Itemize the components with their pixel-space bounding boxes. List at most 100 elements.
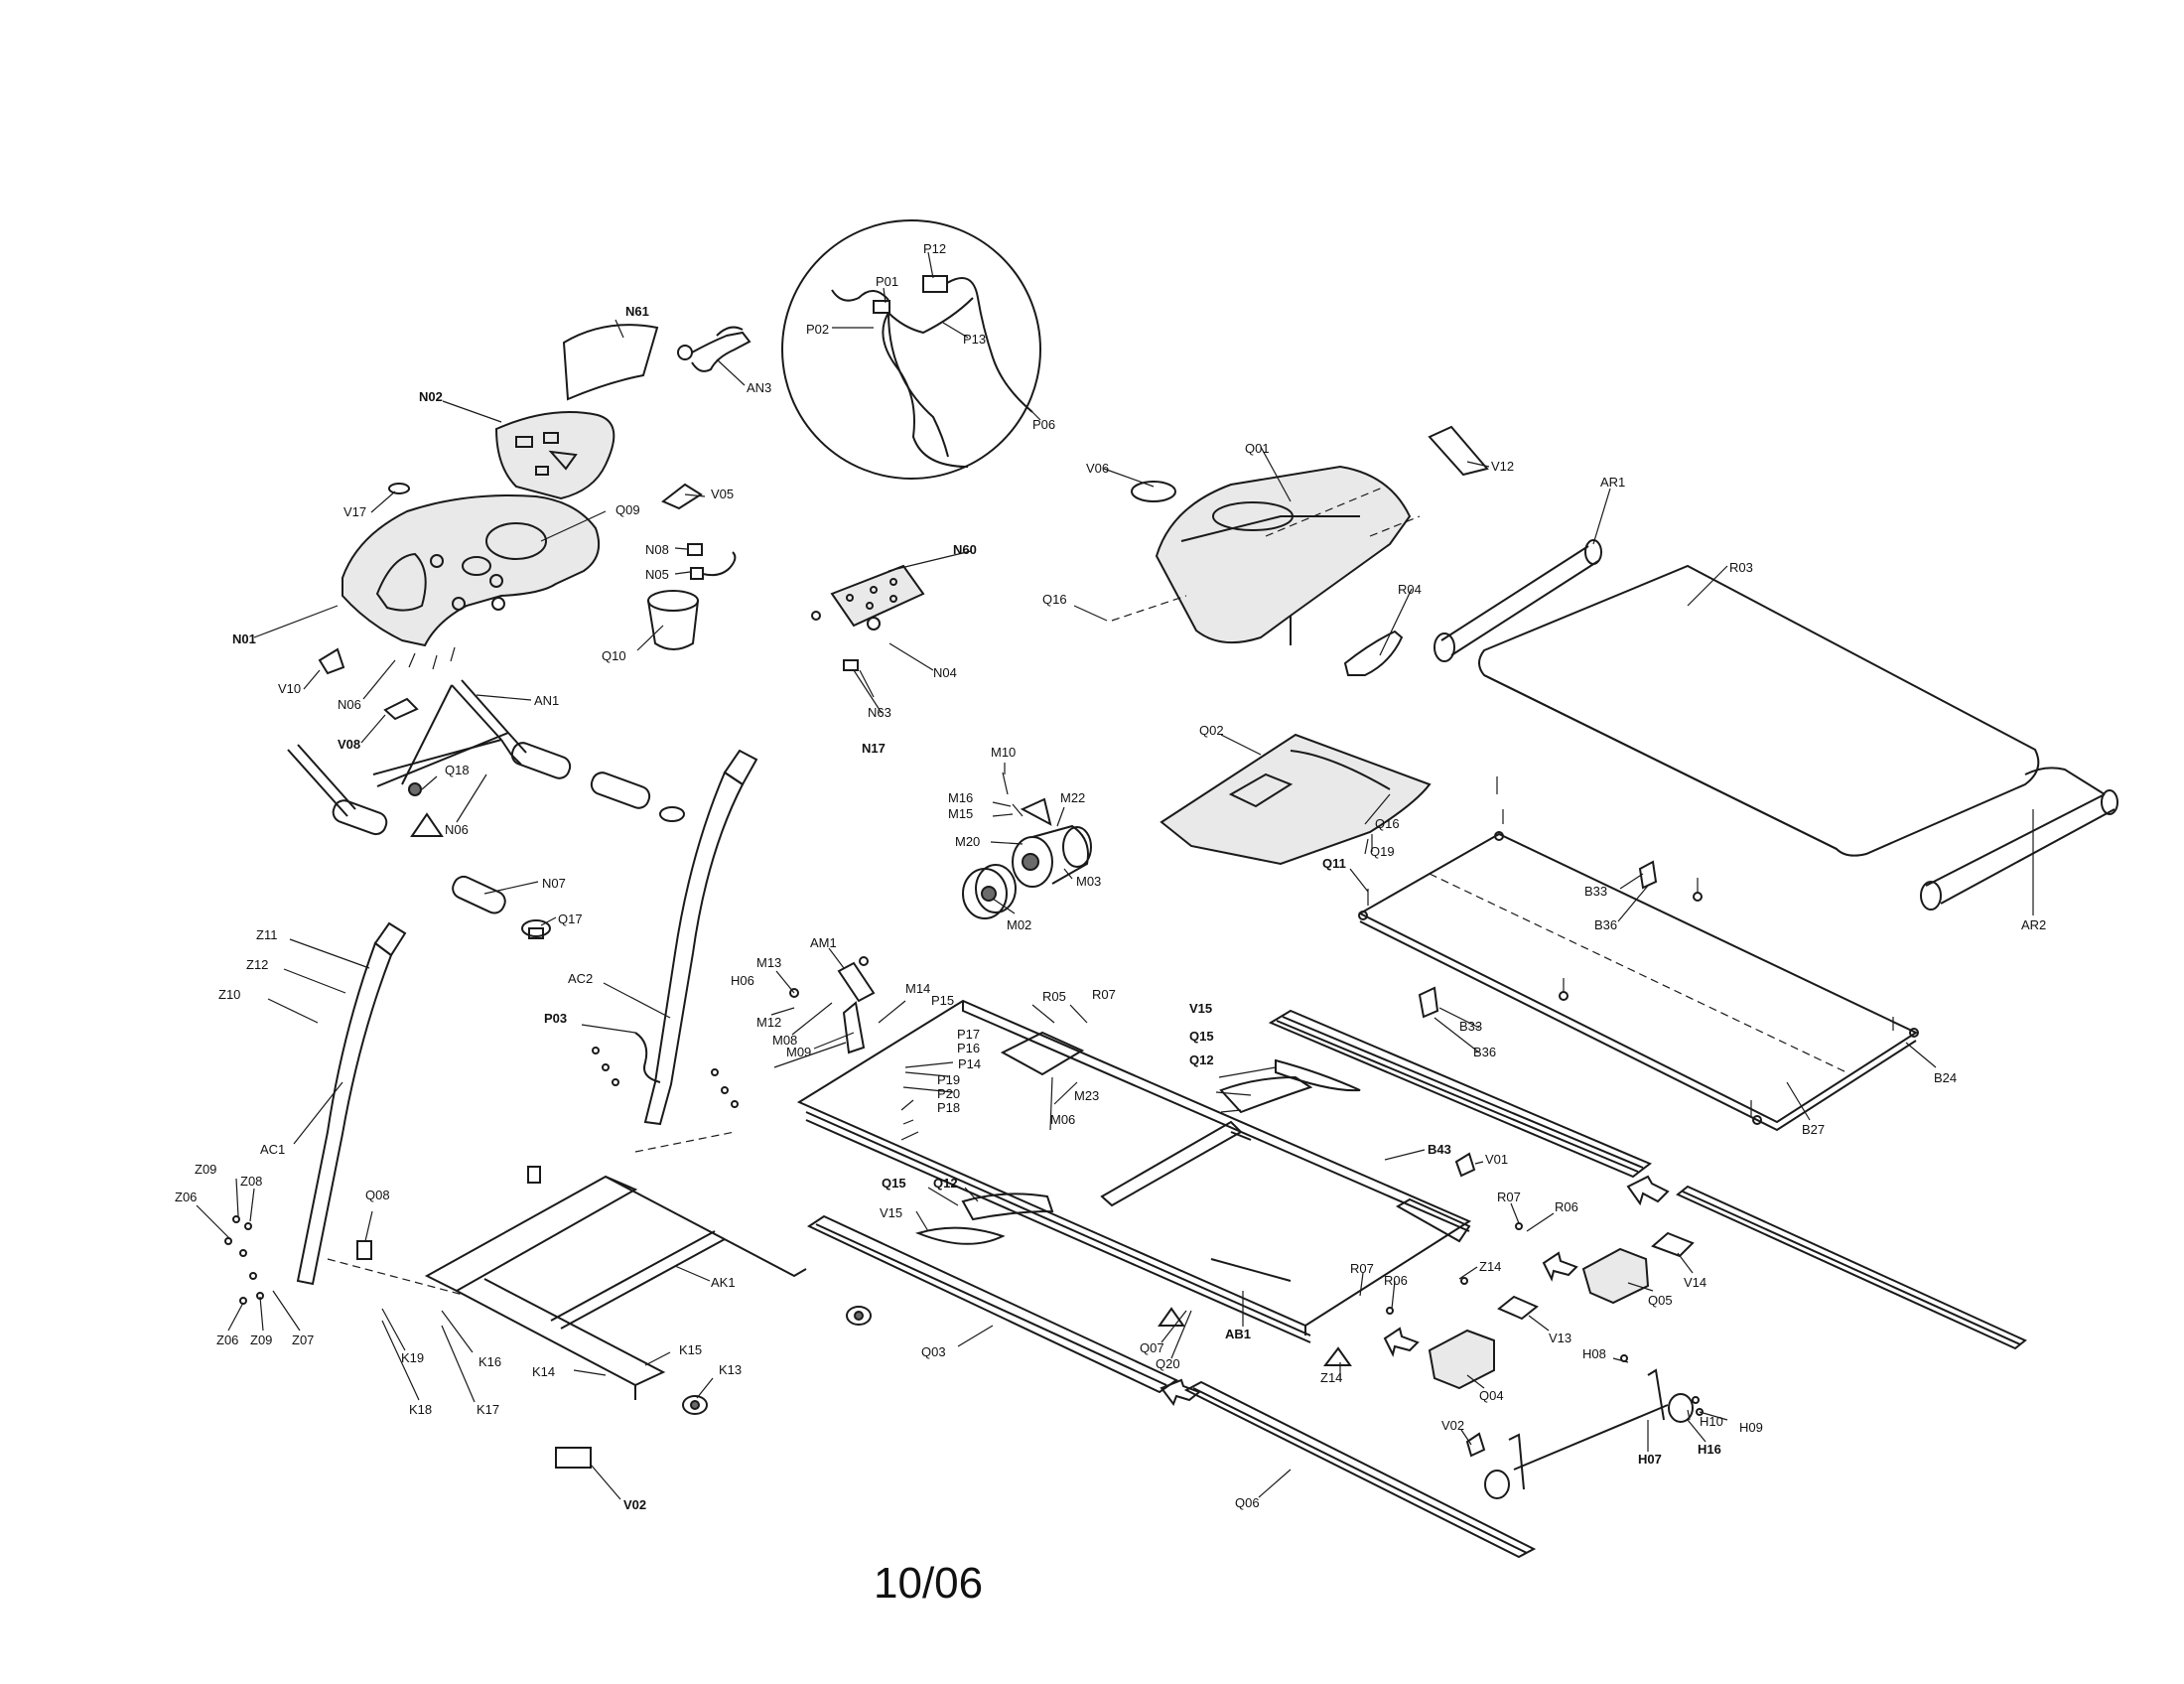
leader-lines	[196, 251, 2034, 1500]
motor-bracket-m06	[1000, 1031, 1085, 1076]
part-n08	[687, 543, 703, 556]
callout-v02a: V02	[1441, 1418, 1464, 1433]
callout-m03: M03	[1076, 874, 1101, 889]
callout-ac2: AC2	[568, 971, 593, 986]
decal-v01	[1454, 1152, 1476, 1178]
console-overlay-n61	[562, 324, 659, 401]
callout-q17: Q17	[558, 912, 583, 926]
callout-p19: P19	[937, 1072, 960, 1087]
callout-k17: K17	[477, 1402, 499, 1417]
callout-m08: M08	[772, 1033, 797, 1048]
deck-screws	[1367, 776, 1894, 1116]
running-belt-r03	[1478, 564, 2040, 857]
front-roller-ar1	[1433, 539, 1602, 662]
callout-q08: Q08	[365, 1188, 390, 1202]
callout-m06: M06	[1050, 1112, 1075, 1127]
callout-z09b: Z09	[250, 1333, 272, 1347]
side-rail-q03	[806, 1214, 1178, 1394]
upright-ac1	[296, 921, 407, 1286]
callout-r06b: R06	[1384, 1273, 1408, 1288]
callout-n06b: N06	[445, 822, 469, 837]
callout-r05: R05	[1042, 989, 1066, 1004]
bracket-b33	[1418, 860, 1658, 1019]
callout-k15: K15	[679, 1342, 702, 1357]
warning-triangle-2	[1158, 1307, 1352, 1366]
callout-q11: Q11	[1322, 856, 1346, 871]
side-rail-q06	[1183, 1380, 1537, 1559]
callout-v02b: V02	[623, 1497, 646, 1512]
callout-h07: H07	[1638, 1452, 1662, 1467]
callout-p17: P17	[957, 1027, 980, 1042]
callout-p16: P16	[957, 1041, 980, 1055]
callout-n06a: N06	[338, 697, 361, 712]
callout-p14: P14	[958, 1056, 981, 1071]
callout-h10: H10	[1700, 1414, 1723, 1429]
callout-p18: P18	[937, 1100, 960, 1115]
flywheel-m02	[962, 864, 1017, 919]
callout-b36b: B36	[1473, 1045, 1496, 1059]
callout-p13: P13	[963, 332, 986, 347]
callout-m16: M16	[948, 790, 973, 805]
grip-foam-n07	[332, 742, 651, 914]
callout-b36a: B36	[1594, 917, 1617, 932]
callout-n63: N63	[868, 705, 891, 720]
callout-m14: M14	[905, 981, 930, 996]
decal-v12	[1428, 425, 1489, 477]
motor-m03	[1012, 824, 1092, 888]
console-screws	[408, 646, 456, 670]
callout-q18: Q18	[445, 763, 470, 777]
callout-ar2: AR2	[2021, 917, 2046, 932]
callout-p15: P15	[931, 993, 954, 1008]
callout-z10: Z10	[218, 987, 240, 1002]
callout-ar1: AR1	[1600, 475, 1625, 490]
cable-n05	[690, 551, 737, 580]
motor-bolts	[1002, 772, 1052, 826]
main-frame-ab1	[796, 999, 1472, 1343]
callout-n08: N08	[645, 542, 669, 557]
callout-n02: N02	[419, 389, 443, 404]
callout-z07: Z07	[292, 1333, 314, 1347]
callout-q05: Q05	[1648, 1293, 1673, 1308]
callout-q15a: Q15	[1189, 1029, 1214, 1044]
callout-v15b: V15	[880, 1205, 902, 1220]
console-housing-n01	[341, 494, 600, 647]
callout-h08: H08	[1582, 1346, 1606, 1361]
control-board-n60	[811, 564, 925, 631]
callout-q20: Q20	[1156, 1356, 1180, 1371]
callout-m22: M22	[1060, 790, 1085, 805]
callout-n04: N04	[933, 665, 957, 680]
rear-foot-q05	[1581, 1247, 1650, 1305]
callout-r03: R03	[1729, 560, 1753, 575]
callout-an3: AN3	[747, 380, 771, 395]
callout-n01: N01	[232, 632, 256, 646]
callout-k18: K18	[409, 1402, 432, 1417]
callout-ac1: AC1	[260, 1142, 285, 1157]
callout-q10: Q10	[602, 648, 626, 663]
callout-z09a: Z09	[195, 1162, 216, 1177]
side-rail-upper	[1268, 1009, 1652, 1179]
callout-z14b: Z14	[1320, 1370, 1342, 1385]
callout-v13: V13	[1549, 1331, 1571, 1345]
part-block	[527, 1166, 541, 1184]
callout-v17: V17	[343, 504, 366, 519]
callout-q19: Q19	[1370, 844, 1395, 859]
callout-q03: Q03	[921, 1344, 946, 1359]
callout-r04: R04	[1398, 582, 1422, 597]
callout-z14a: Z14	[1479, 1259, 1501, 1274]
callout-r07c: R07	[1350, 1261, 1374, 1276]
callout-n17: N17	[862, 741, 886, 756]
part-n63	[843, 659, 859, 671]
decal-v05	[661, 483, 703, 510]
callout-m12: M12	[756, 1015, 781, 1030]
decal-v13	[1497, 1295, 1539, 1321]
callout-p03: P03	[544, 1011, 567, 1026]
footrail-cover-q12	[961, 1075, 1313, 1221]
callout-ab1: AB1	[1225, 1327, 1251, 1341]
rear-wheel-h16	[1484, 1368, 1694, 1499]
part-q08	[356, 1240, 372, 1260]
decal-v14	[1651, 1231, 1695, 1258]
cup-holder-q10	[647, 590, 699, 650]
wheel-k13	[682, 1306, 872, 1415]
motor-tray-q02	[1160, 733, 1432, 866]
callout-p01: P01	[876, 274, 898, 289]
